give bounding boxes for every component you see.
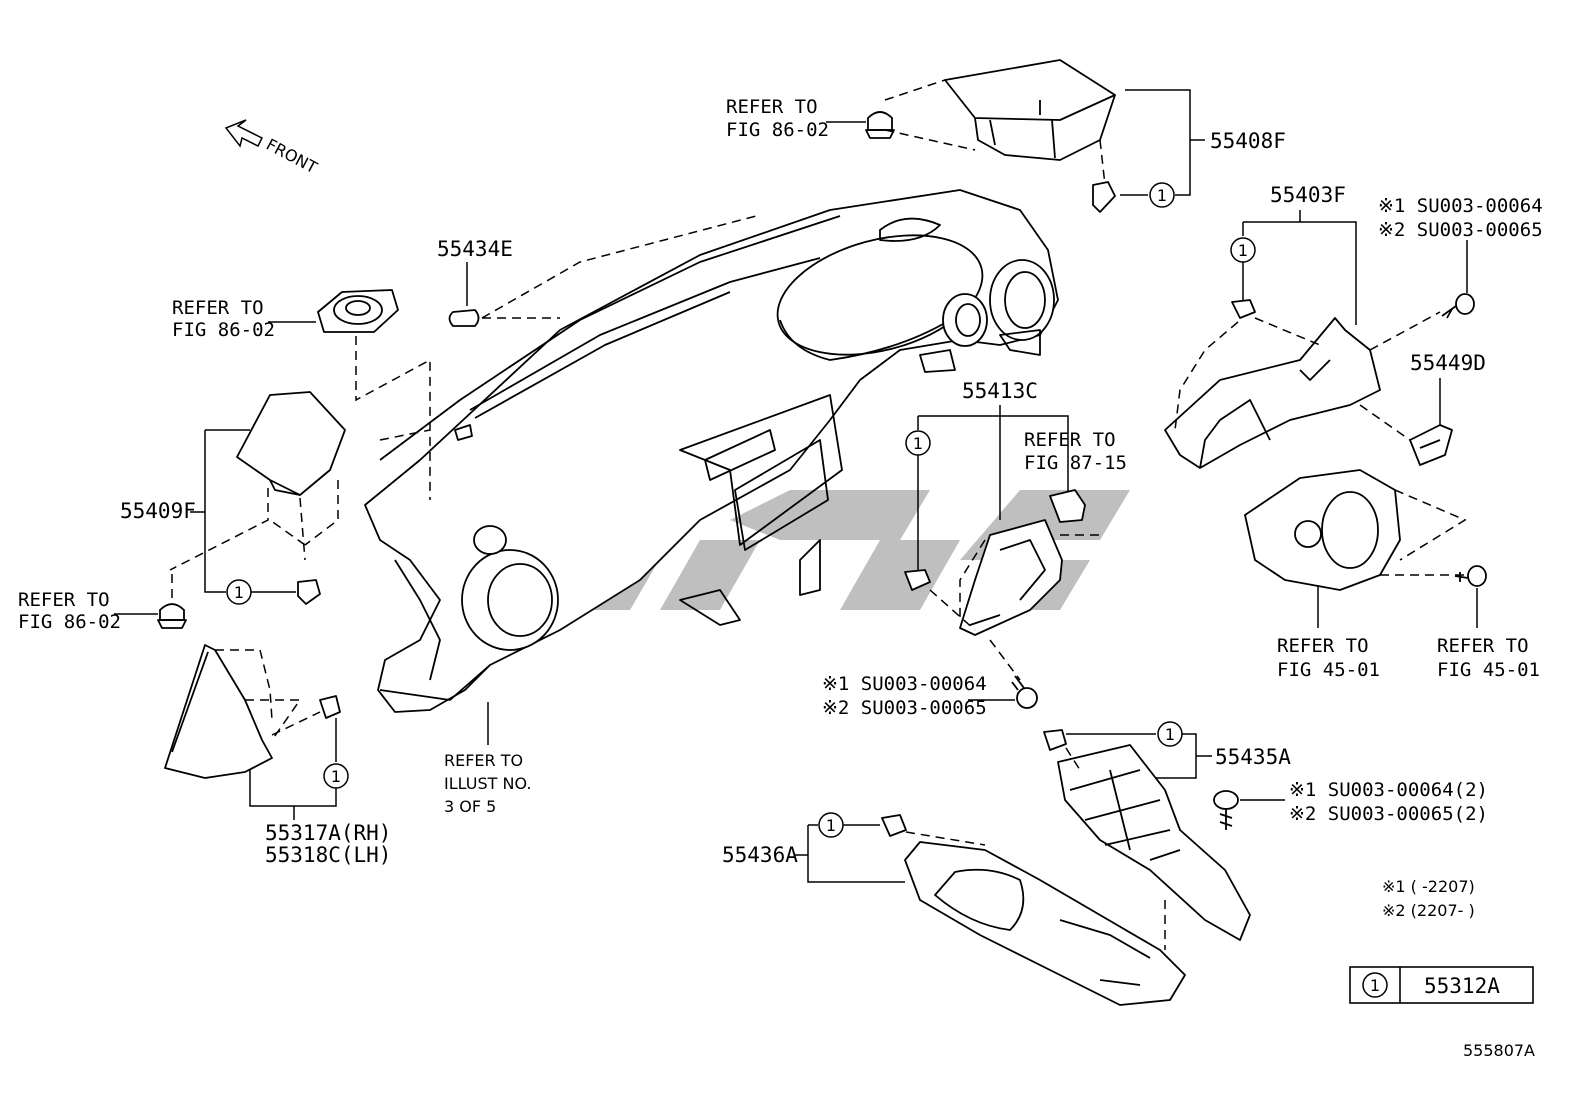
refer-label-1a: REFER TO — [726, 96, 818, 118]
clip-icon — [904, 569, 931, 591]
refer-label-5a: REFER TO — [1277, 635, 1369, 657]
refer-label-6a: REFER TO — [1437, 635, 1529, 657]
part-55449D-bracket — [1409, 424, 1453, 466]
part-55408F-panel — [944, 59, 1116, 161]
marker-circle-text: 1 — [1165, 725, 1175, 744]
screw-icon — [1213, 790, 1239, 830]
part-55317A-side-cover — [164, 644, 273, 779]
clip-fastener-icon — [157, 603, 187, 629]
legend-box: 1 55312A — [1349, 966, 1534, 1004]
part-55403F-column-cover — [1164, 317, 1381, 469]
instrument-panel-assembly — [364, 189, 1059, 713]
refer-illust-line1: REFER TO — [444, 751, 523, 770]
refer-label-5b: FIG 45-01 — [1277, 659, 1380, 681]
clip-icon — [1231, 299, 1256, 319]
part-label-55449D: 55449D — [1410, 351, 1486, 375]
refer-label-3b: FIG 86-02 — [18, 611, 121, 633]
refer-label-2a: REFER TO — [172, 297, 264, 319]
note-2: ※2 (2207- ) — [1382, 901, 1475, 920]
part-label-55434E: 55434E — [437, 237, 513, 261]
marker-circle-text: 1 — [1238, 241, 1248, 260]
part-55409F-cover — [236, 391, 346, 496]
legend-marker: 1 — [1370, 976, 1380, 995]
clip-fastener-icon — [865, 111, 895, 139]
code-c1: ※1 SU003-00064(2) — [1289, 779, 1488, 801]
part-label-55318C: 55318C(LH) — [265, 843, 391, 867]
clip-icon — [1092, 181, 1116, 213]
code-a2: ※2 SU003-00065 — [1378, 219, 1543, 241]
screw-icon — [1454, 565, 1487, 587]
clip-icon — [297, 579, 321, 605]
screw-icon — [1011, 675, 1038, 709]
clip-icon — [319, 695, 341, 719]
refer-label-4a: REFER TO — [1024, 429, 1116, 451]
part-label-55409F: 55409F — [120, 499, 196, 523]
switch-icon — [1049, 489, 1086, 523]
front-arrow-icon — [224, 119, 264, 148]
marker-circle-text: 1 — [1157, 186, 1167, 205]
diagram-id: 555807A — [1463, 1041, 1535, 1060]
refer-label-6b: FIG 45-01 — [1437, 659, 1540, 681]
part-label-55408F: 55408F — [1210, 129, 1286, 153]
column-shroud-lower — [1244, 469, 1401, 591]
refer-illust-line3: 3 OF 5 — [444, 797, 496, 816]
code-a1: ※1 SU003-00064 — [1378, 195, 1543, 217]
refer-illust-line2: ILLUST NO. — [444, 774, 531, 793]
code-b2: ※2 SU003-00065 — [822, 697, 987, 719]
part-label-55413C: 55413C — [962, 379, 1038, 403]
refer-label-4b: FIG 87-15 — [1024, 452, 1127, 474]
part-55413C-lower-panel — [959, 519, 1063, 636]
refer-label-2b: FIG 86-02 — [172, 319, 275, 341]
part-label-55435A: 55435A — [1215, 745, 1291, 769]
clip-icon — [1043, 729, 1067, 751]
refer-label-1b: FIG 86-02 — [726, 119, 829, 141]
note-1: ※1 ( -2207) — [1382, 877, 1475, 896]
plug-icon — [448, 309, 480, 327]
code-c2: ※2 SU003-00065(2) — [1289, 803, 1488, 825]
marker-circle — [1149, 182, 1175, 208]
refer-label-3a: REFER TO — [18, 589, 110, 611]
front-label: FRONT — [263, 135, 320, 178]
marker-circle-text: 1 — [234, 583, 244, 602]
part-55436A-lower-panel — [904, 841, 1186, 1006]
marker-circle-text: 1 — [826, 816, 836, 835]
part-55435A-knee-panel — [1057, 744, 1251, 941]
code-b1: ※1 SU003-00064 — [822, 673, 987, 695]
part-label-55436A: 55436A — [722, 843, 798, 867]
marker-circle-text: 1 — [331, 767, 341, 786]
clip-icon — [881, 814, 907, 837]
marker-circle-text: 1 — [913, 434, 923, 453]
part-label-55317A: 55317A(RH) — [265, 821, 391, 845]
legend-part: 55312A — [1424, 974, 1500, 998]
screw-icon — [1441, 293, 1475, 319]
speaker-icon — [317, 289, 399, 333]
part-label-55403F: 55403F — [1270, 183, 1346, 207]
